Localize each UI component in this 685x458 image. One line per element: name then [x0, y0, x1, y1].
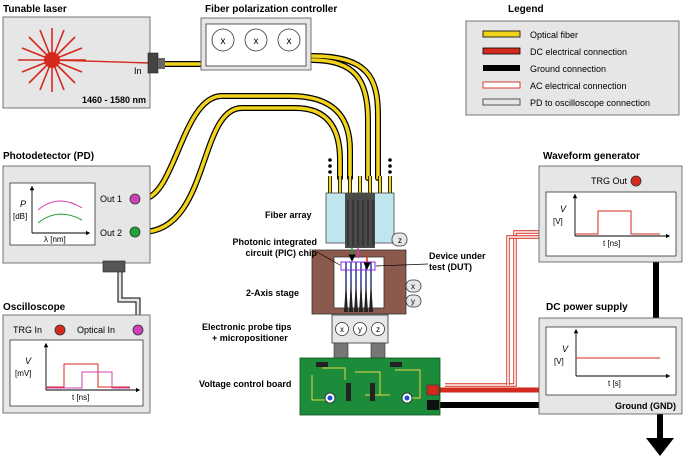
tunable-laser: Tunable laser In 1460 - 1580 nm [2, 4, 165, 109]
svg-text:[V]: [V] [554, 357, 564, 366]
svg-text:x: x [411, 282, 415, 291]
fpc-paddle-2: x [244, 28, 268, 52]
svg-text:V: V [562, 344, 569, 354]
svg-text:DC electrical connection: DC electrical connection [530, 47, 627, 57]
legend-item-pd-oscilloscope: PD to oscilloscope connection [482, 98, 650, 108]
svg-text:Optical fiber: Optical fiber [530, 30, 578, 40]
waveform-generator: Waveform generator TRG Out V [V] t [ns] [538, 151, 683, 263]
dc-power-supply: DC power supply V [V] t [s] Ground (GND) [538, 302, 683, 415]
pd-connector [102, 260, 126, 273]
probe-knob-z: z [371, 322, 385, 336]
fiber-array: Fiber array z [265, 158, 408, 248]
svg-text:x: x [287, 36, 292, 47]
osc-signal-plot: V [mV] t [ns] [15, 342, 141, 402]
svg-text:z: z [376, 325, 380, 334]
wfg-signal-plot: V [V] t [ns] [553, 193, 671, 248]
pic-label-2: circuit (PIC) chip [245, 248, 317, 258]
legend-item-dc: DC electrical connection [482, 47, 627, 57]
pd-out2-port [129, 226, 141, 238]
svg-text:V: V [560, 204, 567, 214]
svg-text:[dB]: [dB] [13, 212, 27, 221]
legend-title: Legend [508, 4, 544, 15]
fiber-array-label: Fiber array [265, 210, 312, 220]
probe-label-1: Electronic probe tips [202, 322, 292, 332]
svg-text:[mV]: [mV] [15, 369, 31, 378]
laser-in-label: In [134, 66, 142, 76]
svg-text:z: z [398, 236, 402, 245]
fiber-array-dots [328, 158, 392, 174]
wfg-title: Waveform generator [543, 151, 640, 162]
fpc-paddle-1: x [211, 28, 235, 52]
osc-optical-in-port [132, 324, 144, 336]
optical-fibers [117, 53, 381, 330]
svg-text:x: x [254, 36, 259, 47]
laser-port [147, 52, 159, 74]
legend-item-ground: Ground connection [483, 64, 606, 74]
ac-connection [445, 230, 542, 387]
svg-text:AC electrical connection: AC electrical connection [530, 81, 627, 91]
svg-text:P: P [20, 199, 26, 209]
voltage-control-board: Voltage control board [199, 357, 441, 416]
fiber-polarization-controller: Fiber polarization controller x x x [200, 4, 337, 71]
pd-title: Photodetector (PD) [3, 151, 94, 162]
osc-title: Oscilloscope [3, 302, 66, 313]
svg-text:Ground connection: Ground connection [530, 64, 606, 74]
osc-trg-in-port [54, 324, 66, 336]
laser-range: 1460 - 1580 nm [82, 95, 146, 105]
fpc-paddle-3: x [277, 28, 301, 52]
pd-out1-port [129, 193, 141, 205]
legend-item-optical-fiber: Optical fiber [482, 30, 578, 40]
svg-text:y: y [358, 325, 362, 334]
pd-spectrum-plot: P [dB] λ [nm] [13, 185, 91, 244]
svg-text:t [ns]: t [ns] [603, 239, 620, 248]
osc-trg-in-label: TRG In [13, 325, 42, 335]
dc-ground-label: Ground (GND) [615, 401, 676, 411]
vcb-dc-jack [426, 384, 440, 396]
wfg-trg-out-port [630, 175, 642, 187]
wfg-trg-out-label: TRG Out [591, 176, 628, 186]
svg-text:[V]: [V] [553, 217, 563, 226]
photodetector: Photodetector (PD) P [dB] λ [nm] Out 1 O… [2, 151, 151, 273]
legend-item-ac: AC electrical connection [482, 81, 627, 91]
stage-label: 2-Axis stage [246, 288, 299, 298]
pd-out1-label: Out 1 [100, 194, 122, 204]
svg-text:y: y [411, 297, 415, 306]
svg-text:t [ns]: t [ns] [72, 393, 89, 402]
svg-text:x: x [221, 36, 226, 47]
svg-text:PD to oscilloscope connection: PD to oscilloscope connection [530, 98, 650, 108]
probe-label-2: + micropositioner [212, 333, 288, 343]
pd-out2-label: Out 2 [100, 228, 122, 238]
dut-label-2: test (DUT) [429, 262, 472, 272]
vcb-label: Voltage control board [199, 379, 291, 389]
probe-knob-x: x [335, 322, 349, 336]
probe-knob-y: y [353, 322, 367, 336]
fpc-title: Fiber polarization controller [205, 4, 337, 15]
two-axis-stage: Photonic integrated circuit (PIC) chip D… [232, 237, 486, 315]
pic-label-1: Photonic integrated [232, 237, 317, 247]
svg-text:V: V [25, 356, 32, 366]
probe-micropositioner: x y z Electronic probe tips + microposit… [202, 314, 389, 360]
ground-arrow-head [646, 438, 674, 456]
svg-text:λ [nm]: λ [nm] [44, 235, 66, 244]
dc-signal-plot: V [V] t [s] [554, 328, 671, 388]
dc-title: DC power supply [546, 302, 628, 313]
vcb-gnd-jack [427, 400, 439, 410]
laser-title: Tunable laser [3, 4, 67, 15]
svg-text:t [s]: t [s] [608, 379, 621, 388]
svg-text:x: x [340, 325, 344, 334]
dut-label-1: Device under [429, 251, 486, 261]
oscilloscope: Oscilloscope TRG In Optical In V [mV] t … [2, 302, 151, 414]
probe-tips [344, 282, 373, 312]
osc-optical-in-label: Optical In [77, 325, 115, 335]
legend: Legend Optical fiber DC electrical conne… [465, 4, 680, 116]
